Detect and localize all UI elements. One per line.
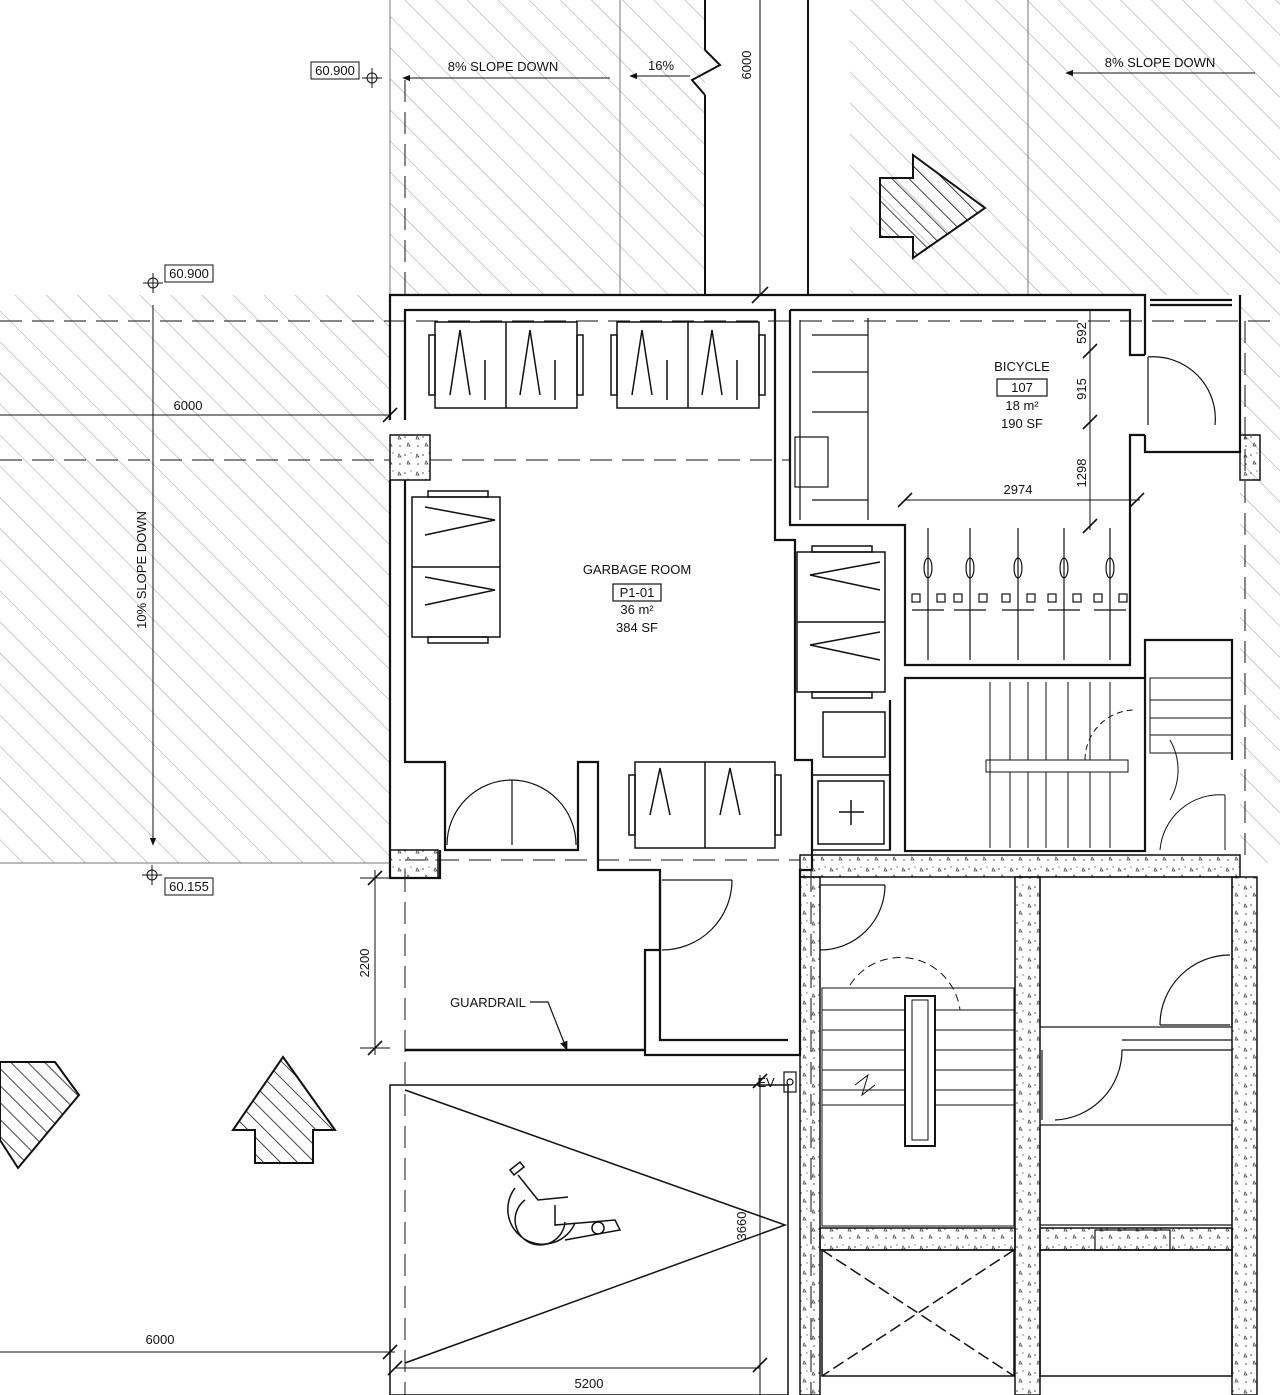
stair-2	[821, 957, 1015, 1227]
garbage-room-number: P1-01	[620, 585, 655, 600]
dim-5200: 5200	[575, 1376, 604, 1391]
elevation-marker-low	[142, 865, 214, 896]
elevation-marker-top	[310, 61, 382, 88]
bike-racks-wall	[794, 318, 869, 520]
dim-2200: 2200	[357, 949, 372, 978]
shaft-box	[821, 1249, 1233, 1377]
dim-3660: 3660	[734, 1212, 749, 1241]
garbage-bin-2	[610, 321, 766, 409]
slope-label-top-right: 8% SLOPE DOWN	[1105, 55, 1216, 70]
wheelchair-icon	[507, 1160, 622, 1246]
bicycle-room-name: BICYCLE	[994, 359, 1050, 374]
dim-bottom-left: 6000	[146, 1332, 175, 1347]
guardrail-label: GUARDRAIL	[450, 995, 526, 1010]
dim-592: 592	[1074, 322, 1089, 344]
hatched-ramp-areas	[0, 0, 1280, 864]
garbage-bin-3	[411, 490, 501, 644]
garbage-bin-4	[796, 545, 886, 699]
guardrail-leader	[530, 1001, 568, 1051]
dim-1298: 1298	[1074, 459, 1089, 488]
small-bin	[822, 711, 886, 758]
dim-915: 915	[1074, 378, 1089, 400]
slope-label-top-left: 8% SLOPE DOWN	[448, 59, 559, 74]
bicycle-room-door	[1147, 356, 1216, 426]
bike-racks-floor	[911, 528, 1128, 660]
accessible-stall	[389, 1048, 789, 1395]
room-number-boxes	[612, 378, 1048, 602]
bicycle-room-area-sf: 190 SF	[1001, 416, 1043, 431]
dim-2974: 2974	[1004, 482, 1033, 497]
concrete-walls	[389, 434, 1261, 1395]
ev-charger	[783, 1071, 797, 1093]
garbage-room-area-m: 36 m²	[620, 602, 654, 617]
garbage-bin-5	[628, 761, 782, 849]
dim-left-width: 6000	[174, 398, 203, 413]
garbage-room-area-sf: 384 SF	[616, 620, 658, 635]
elevation-mid-label: 60.900	[169, 266, 209, 281]
garbage-bin-1	[428, 321, 584, 409]
garbage-room-name: GARBAGE ROOM	[583, 562, 691, 577]
ev-label: EV	[757, 1075, 775, 1090]
direction-arrow-lower-left	[0, 1061, 81, 1170]
elevation-marker-mid	[143, 264, 214, 293]
driveway-walls	[690, 0, 809, 295]
elevation-low-label: 60.155	[169, 879, 209, 894]
slope-label-left: 10% SLOPE DOWN	[134, 511, 149, 629]
chute-box	[811, 774, 891, 851]
lower-doors	[661, 876, 1233, 1251]
direction-arrow-upper	[879, 153, 987, 260]
stair-1	[985, 677, 1233, 851]
bicycle-room-number: 107	[1011, 380, 1033, 395]
elevation-top-label: 60.900	[315, 63, 355, 78]
bicycle-room-area-m: 18 m²	[1005, 398, 1039, 413]
slope-label-top-mid: 16%	[648, 58, 674, 73]
direction-arrow-lower-mid	[231, 1055, 337, 1164]
dim-ramp-width: 6000	[739, 51, 754, 80]
garbage-double-door	[446, 779, 577, 846]
